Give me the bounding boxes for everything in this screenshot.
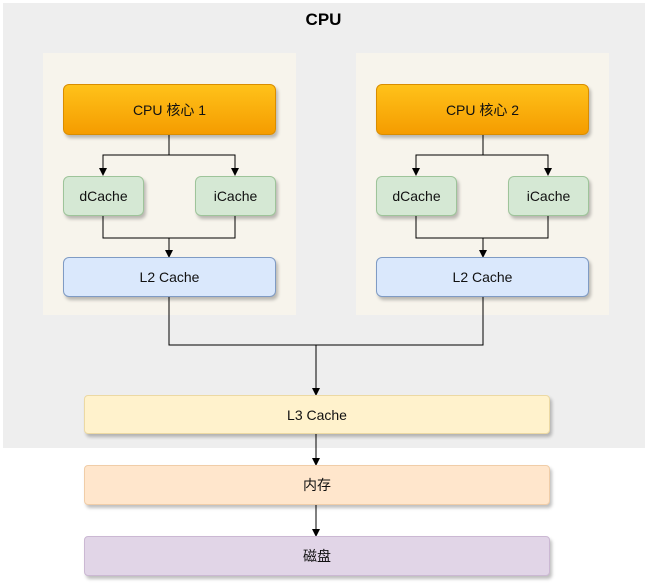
disk-box: 磁盘 xyxy=(84,536,550,576)
core-2-box: CPU 核心 2 xyxy=(376,84,589,135)
core-2-l2-cache: L2 Cache xyxy=(376,257,589,297)
l3-cache: L3 Cache xyxy=(84,395,550,434)
core-1-dcache: dCache xyxy=(63,176,144,216)
core-2-dcache: dCache xyxy=(376,176,457,216)
cpu-title: CPU xyxy=(305,10,342,29)
core-2-icache: iCache xyxy=(508,176,589,216)
core-1-l2-cache: L2 Cache xyxy=(63,257,276,297)
core-1-icache: iCache xyxy=(195,176,276,216)
memory-box: 内存 xyxy=(84,465,550,505)
core-1-box: CPU 核心 1 xyxy=(63,84,276,135)
